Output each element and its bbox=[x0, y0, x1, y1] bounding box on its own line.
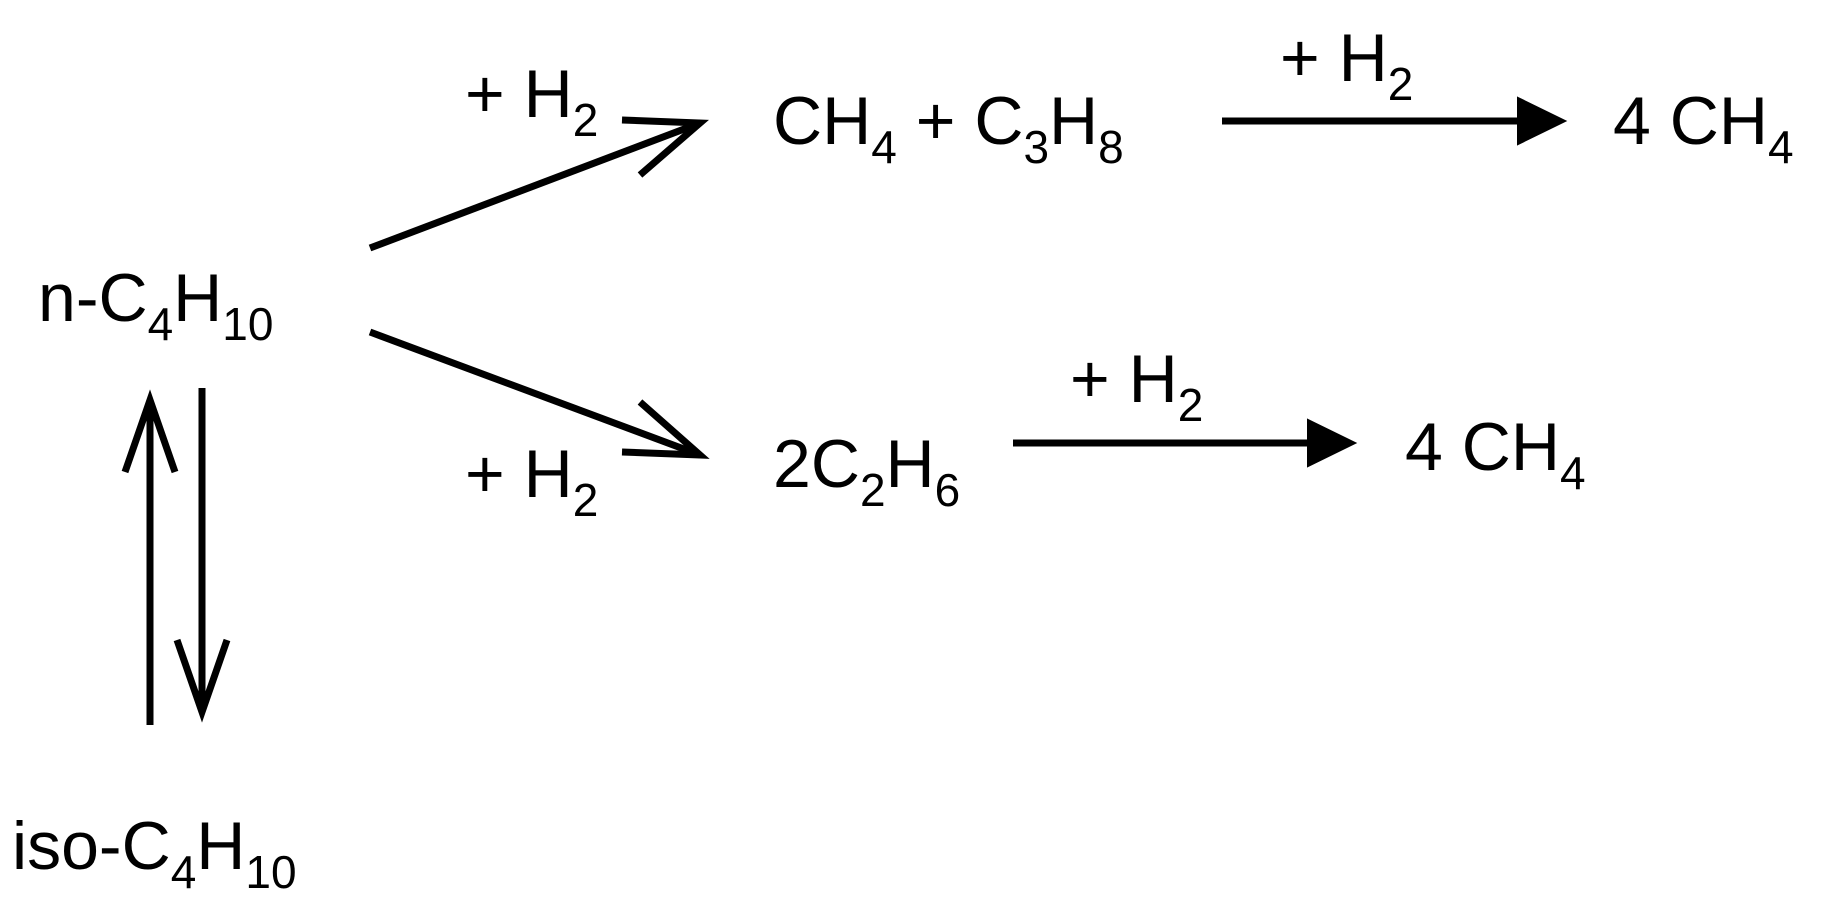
h2-reagent-mid-step: + H2 bbox=[1070, 345, 1203, 428]
formula-element: H bbox=[1049, 83, 1099, 159]
formula-subscript: 8 bbox=[1098, 121, 1124, 174]
formula-element: CH bbox=[773, 83, 872, 159]
coefficient: 4 bbox=[1405, 409, 1443, 485]
formula-element: H bbox=[885, 426, 935, 502]
plus-sign: + bbox=[465, 436, 505, 512]
arrow-top-step bbox=[1222, 96, 1568, 146]
formula-subscript: 4 bbox=[170, 846, 197, 899]
formula-element: CH bbox=[1461, 409, 1560, 485]
coefficient: 4 bbox=[1613, 83, 1651, 159]
four-methane-top-formula: 4 CH4 bbox=[1613, 87, 1794, 170]
arrow-mid-step bbox=[1013, 418, 1358, 468]
n-butane-formula: n-C4H10 bbox=[38, 264, 273, 347]
formula-element: C bbox=[974, 83, 1024, 159]
plus-sign: + bbox=[915, 83, 956, 159]
formula-element: H bbox=[1338, 20, 1388, 96]
formula-subscript: 10 bbox=[222, 298, 274, 351]
plus-sign: + bbox=[1280, 20, 1320, 96]
formula-element: H bbox=[523, 56, 573, 132]
plus-sign: + bbox=[1070, 341, 1110, 417]
h2-reagent-top-step: + H2 bbox=[1280, 24, 1413, 107]
formula-element: CH bbox=[1669, 83, 1768, 159]
arrow-lower-branch bbox=[368, 328, 710, 459]
formula-subscript: 3 bbox=[1023, 121, 1050, 174]
plus-sign: + bbox=[465, 56, 505, 132]
formula-subscript: 4 bbox=[1559, 447, 1586, 500]
formula-element: H bbox=[196, 808, 246, 884]
arrow-iso-to-n bbox=[121, 389, 179, 725]
formula-subscript: 10 bbox=[245, 846, 297, 899]
arrow-n-to-iso bbox=[173, 388, 231, 723]
h2-reagent-upper-branch: + H2 bbox=[465, 60, 598, 143]
four-methane-mid-formula: 4 CH4 bbox=[1405, 413, 1586, 496]
formula-subscript: 4 bbox=[147, 298, 174, 351]
arrow-upper-branch bbox=[368, 116, 709, 252]
formula-prefix: n- bbox=[38, 260, 99, 336]
formula-subscript: 2 bbox=[572, 94, 599, 147]
formula-subscript: 2 bbox=[859, 464, 886, 517]
methane-propane-formula: CH4 + C3H8 bbox=[773, 87, 1124, 170]
formula-element: C bbox=[810, 426, 860, 502]
two-ethane-formula: 2C2H6 bbox=[773, 430, 960, 513]
formula-subscript: 4 bbox=[871, 121, 897, 174]
formula-element: C bbox=[98, 260, 148, 336]
formula-subscript: 2 bbox=[1177, 379, 1204, 432]
formula-element: H bbox=[173, 260, 223, 336]
formula-element: H bbox=[1128, 341, 1178, 417]
formula-subscript: 6 bbox=[934, 464, 961, 517]
formula-element: H bbox=[523, 436, 573, 512]
formula-subscript: 4 bbox=[1767, 121, 1794, 174]
formula-prefix: iso- bbox=[12, 808, 122, 884]
coefficient: 2 bbox=[773, 426, 811, 502]
iso-butane-formula: iso-C4H10 bbox=[12, 812, 297, 895]
h2-reagent-lower-branch: + H2 bbox=[465, 440, 598, 523]
formula-element: C bbox=[121, 808, 171, 884]
formula-subscript: 2 bbox=[572, 474, 599, 527]
formula-subscript: 2 bbox=[1387, 58, 1414, 111]
